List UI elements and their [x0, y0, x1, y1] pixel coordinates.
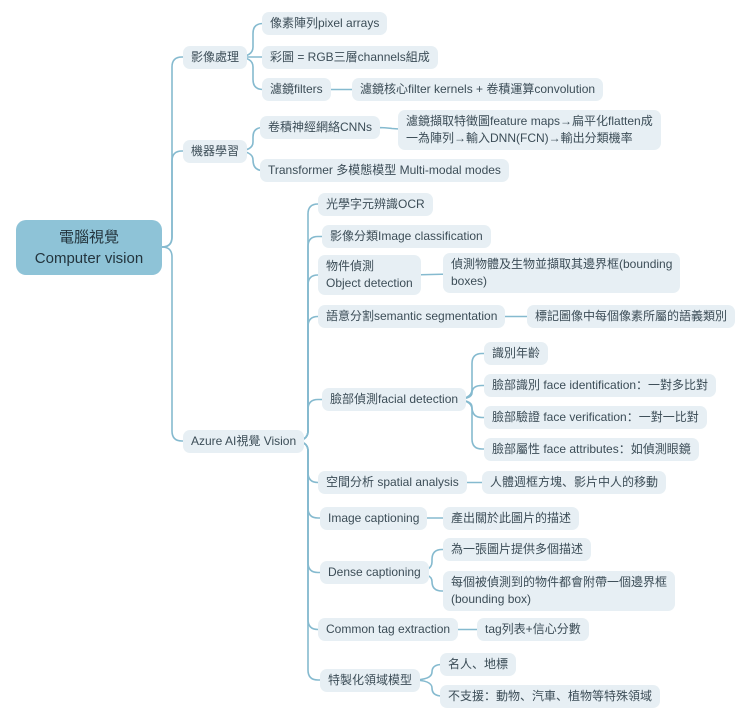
connector-custom-desc2: [411, 679, 451, 697]
node-facial-detection[interactable]: 臉部偵測facial detection: [322, 388, 467, 411]
node-tag-desc[interactable]: tag列表+信心分數: [477, 618, 589, 641]
node-semantic-segmentation[interactable]: 語意分割semantic segmentation: [318, 305, 506, 328]
node-face-verification[interactable]: 臉部驗證 face verification：一對一比對: [484, 406, 707, 429]
node-face-attributes[interactable]: 臉部屬性 face attributes：如偵測眼鏡: [484, 437, 699, 461]
node-image-captioning-desc[interactable]: 產出關於此圖片的描述: [443, 506, 580, 530]
node-ocr[interactable]: 光學字元辨識OCR: [318, 192, 433, 216]
node-filter-kernels[interactable]: 濾鏡核心filter kernels + 卷積運算convolution: [352, 78, 604, 101]
node-image-captioning[interactable]: Image captioning: [320, 506, 428, 530]
node-common-tag-extraction[interactable]: Common tag extraction: [318, 618, 459, 641]
branch-image-processing[interactable]: 影像處理: [183, 45, 248, 69]
connector-root-machine-learning: [147, 150, 193, 248]
node-age-recognition[interactable]: 識別年齡: [484, 342, 549, 365]
node-custom-desc2[interactable]: 不支援：動物、汽車、植物等特殊領域: [440, 684, 661, 708]
node-pixel-arrays[interactable]: 像素陣列pixel arrays: [262, 12, 388, 35]
connector-semantic: [293, 315, 329, 442]
branch-machine-learning[interactable]: 機器學習: [183, 139, 248, 163]
node-cnn-process[interactable]: 濾鏡擷取特徵圖feature maps→扁平化flatten成 一為陣列→輸入D…: [398, 110, 661, 150]
node-image-classification[interactable]: 影像分類Image classification: [322, 225, 491, 248]
node-transformer[interactable]: Transformer 多模態模型 Multi-modal modes: [260, 159, 509, 182]
branch-azure-ai-vision[interactable]: Azure AI視覺 Vision: [183, 429, 305, 453]
connector-custom-desc1: [411, 663, 451, 681]
node-custom-desc1[interactable]: 名人、地標: [440, 653, 517, 676]
root-node-computer-vision[interactable]: 電腦視覺 Computer vision: [16, 220, 162, 275]
node-semantic-desc[interactable]: 標記圖像中每個像素所屬的語義類別: [527, 305, 736, 328]
node-spatial-analysis[interactable]: 空間分析 spatial analysis: [318, 471, 467, 494]
node-dense-desc2[interactable]: 每個被偵測到的物件都會附帶一個邊界框 (bounding box): [443, 571, 676, 611]
node-object-detection[interactable]: 物件偵測 Object detection: [318, 255, 421, 295]
node-cnns[interactable]: 卷積神經網絡CNNs: [260, 116, 380, 139]
node-object-detection-desc[interactable]: 偵測物體及生物並擷取其邊界框(bounding boxes): [443, 253, 681, 293]
connector-object-detection: [293, 274, 329, 442]
node-dense-desc1[interactable]: 為一張圖片提供多個描述: [443, 538, 592, 561]
node-spatial-desc[interactable]: 人體週框方塊、影片中人的移動: [482, 471, 667, 494]
node-filters[interactable]: 濾鏡filters: [262, 78, 331, 101]
node-rgb-channels[interactable]: 彩圖 = RGB三層channels組成: [262, 45, 438, 69]
node-custom-domain-models[interactable]: 特製化領域模型: [320, 668, 421, 692]
connector-root-azure: [147, 246, 193, 442]
node-dense-captioning[interactable]: Dense captioning: [320, 561, 429, 584]
node-face-identification[interactable]: 臉部識別 face identification：一對多比對: [484, 374, 717, 397]
connector-common-tag: [293, 440, 329, 631]
